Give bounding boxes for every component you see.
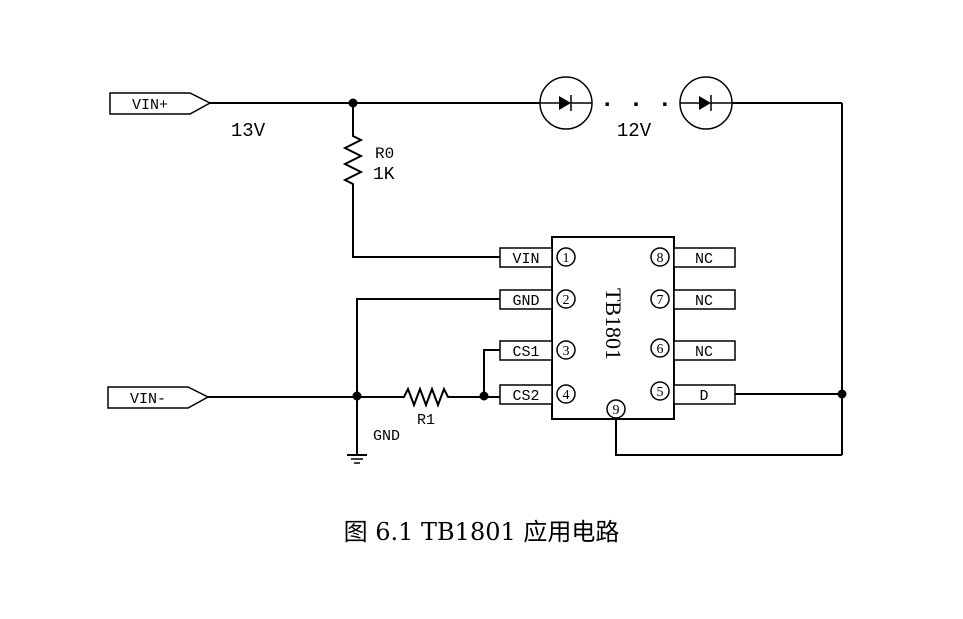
led-2 xyxy=(679,76,733,130)
vin-minus-label: VIN- xyxy=(130,391,166,408)
led-voltage-label: 12V xyxy=(617,120,652,142)
pin-3-marker xyxy=(556,340,576,360)
chip-name: TB1801 xyxy=(601,288,626,360)
r0-value: 1K xyxy=(373,165,395,185)
pin-5-number: 5 xyxy=(657,385,664,400)
pin-7-marker xyxy=(650,289,670,309)
pin-1-label-box xyxy=(499,247,553,268)
pin-1-number: 1 xyxy=(563,251,570,266)
input-voltage-label: 13V xyxy=(231,120,266,142)
pin-3-label: CS1 xyxy=(512,344,539,361)
r1-resistor xyxy=(398,386,454,408)
r0-resistor xyxy=(342,130,364,188)
pin-5-marker xyxy=(650,381,670,401)
figure-caption: 图 6.1 TB1801 应用电路 xyxy=(343,518,620,546)
led-1 xyxy=(539,76,593,130)
pin-1-marker xyxy=(556,247,576,267)
pin-4-marker xyxy=(556,384,576,404)
pin-8-label: NC xyxy=(695,251,713,268)
pin-3-number: 3 xyxy=(563,344,570,359)
junction-gnd xyxy=(352,391,362,401)
led-dots: · · · xyxy=(600,92,672,119)
circuit-diagram: VIN+ 13V · · · 12V R0 1K TB1801 VIN 1 GN… xyxy=(107,76,847,464)
cs1-wire xyxy=(483,349,500,396)
pin-6-marker xyxy=(650,338,670,358)
pin-9-wire xyxy=(615,418,842,456)
pin-8-marker xyxy=(650,247,670,267)
ground-symbol xyxy=(347,454,367,464)
pin-7-label: NC xyxy=(695,293,713,310)
junction-d xyxy=(837,389,847,399)
pin-2-marker xyxy=(556,289,576,309)
pin-4-number: 4 xyxy=(563,388,570,403)
pin-8-label-box xyxy=(673,247,736,268)
pin-7-label-box xyxy=(673,289,736,310)
r0-to-vin-wire xyxy=(352,188,500,258)
ground-label: GND xyxy=(373,428,400,445)
pin-2-label: GND xyxy=(512,293,539,310)
pin-1-label: VIN xyxy=(512,251,539,268)
pin-6-label: NC xyxy=(695,344,713,361)
r0-name: R0 xyxy=(375,145,394,163)
pin-2-number: 2 xyxy=(563,293,570,308)
vin-plus-label: VIN+ xyxy=(132,97,168,114)
r1-name: R1 xyxy=(417,412,435,429)
gnd-pin-wire xyxy=(356,298,500,455)
pin-4-label-box xyxy=(499,384,553,405)
vin-plus-port xyxy=(109,92,212,115)
vin-minus-port xyxy=(107,386,210,409)
pin-7-number: 7 xyxy=(657,293,664,308)
pin-6-label-box xyxy=(673,340,736,361)
pin-6-number: 6 xyxy=(657,342,664,357)
pin-8-number: 8 xyxy=(657,251,664,266)
pin-5-label: D xyxy=(699,388,708,405)
pin-4-label: CS2 xyxy=(512,388,539,405)
pin-9-number: 9 xyxy=(613,403,620,418)
